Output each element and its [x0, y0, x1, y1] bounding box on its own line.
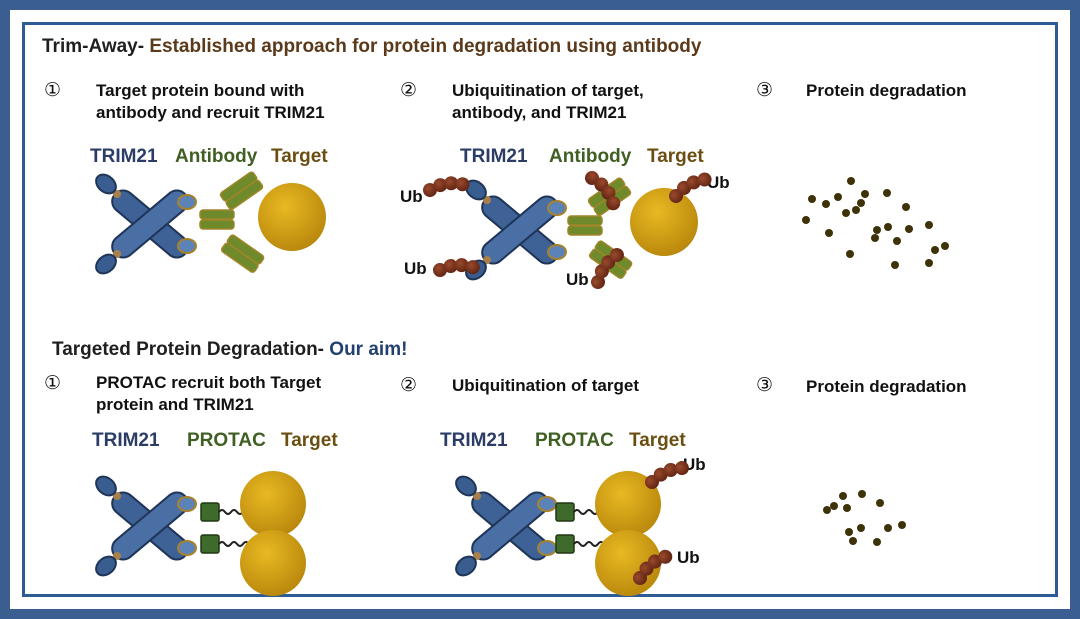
section1-title-rest: Established approach for protein degrada… — [149, 36, 702, 57]
ub-label-6: Ub — [677, 548, 700, 567]
s1b-label-trim21: TRIM21 — [460, 146, 528, 167]
ub-label-1: Ub — [400, 187, 423, 206]
s2-step2-num: ② — [400, 374, 418, 396]
s2-fragments — [823, 490, 906, 546]
s1-step1-line2: antibody and recruit TRIM21 — [96, 103, 325, 122]
section1-title-lead: Trim-Away- — [42, 36, 145, 57]
s2b-label-trim21: TRIM21 — [440, 430, 508, 451]
target-protein — [595, 471, 661, 537]
section1-title: Trim-Away- Established approach for prot… — [42, 36, 701, 58]
target-protein — [240, 471, 306, 537]
target-protein — [630, 188, 698, 256]
s2-step1-num: ① — [44, 372, 62, 394]
s2b-label-target: Target — [629, 430, 686, 451]
section2-title: Targeted Protein Degradation- Our aim! — [52, 339, 407, 361]
s2-panel1-complex — [91, 471, 306, 596]
s2-step2-text: Ubiquitination of target — [452, 376, 639, 395]
s2-label-target: Target — [281, 430, 338, 451]
target-protein — [258, 183, 326, 251]
s1b-label-target: Target — [647, 146, 704, 167]
s1-step2-text: Ubiquitination of target, antibody, and … — [452, 80, 644, 124]
s2-panel2-complex — [451, 456, 692, 596]
s1-step1-num: ① — [44, 79, 62, 101]
target-protein — [240, 530, 306, 596]
ub-label-3: Ub — [404, 259, 427, 278]
s2-label-protac: PROTAC — [187, 430, 266, 451]
s1b-label-antibody: Antibody — [549, 146, 632, 167]
s1-label-trim21: TRIM21 — [90, 146, 158, 167]
s1-step2-num: ② — [400, 79, 418, 101]
s1-label-target: Target — [271, 146, 328, 167]
s1-panel2-complex — [421, 166, 715, 292]
s2-label-trim21: TRIM21 — [92, 430, 160, 451]
s1-step2-line1: Ubiquitination of target, — [452, 81, 644, 100]
s1-fragments — [802, 177, 949, 269]
section2-title-aim: Our aim! — [329, 339, 408, 360]
s2-step1-line1: PROTAC recruit both Target — [96, 373, 322, 392]
inner-border — [22, 22, 1058, 597]
s1-step3-text: Protein degradation — [806, 81, 967, 100]
s1-label-antibody: Antibody — [175, 146, 258, 167]
s2-step3-text: Protein degradation — [806, 377, 967, 396]
s1-step3-num: ③ — [756, 79, 774, 101]
ub-label-4: Ub — [566, 270, 589, 289]
s1-step1-text: Target protein bound with antibody and r… — [96, 80, 325, 124]
s1-step2-line2: antibody, and TRIM21 — [452, 103, 627, 122]
s2-step1-text: PROTAC recruit both Target protein and T… — [96, 372, 321, 416]
s2-step3-num: ③ — [756, 374, 774, 396]
ub-label-2: Ub — [707, 173, 730, 192]
s2b-label-protac: PROTAC — [535, 430, 614, 451]
s1-panel1-complex — [91, 169, 326, 279]
section2-title-lead: Targeted Protein Degradation- — [52, 339, 325, 360]
s2-step1-line2: protein and TRIM21 — [96, 395, 254, 414]
s1-step1-line1: Target protein bound with — [96, 81, 305, 100]
